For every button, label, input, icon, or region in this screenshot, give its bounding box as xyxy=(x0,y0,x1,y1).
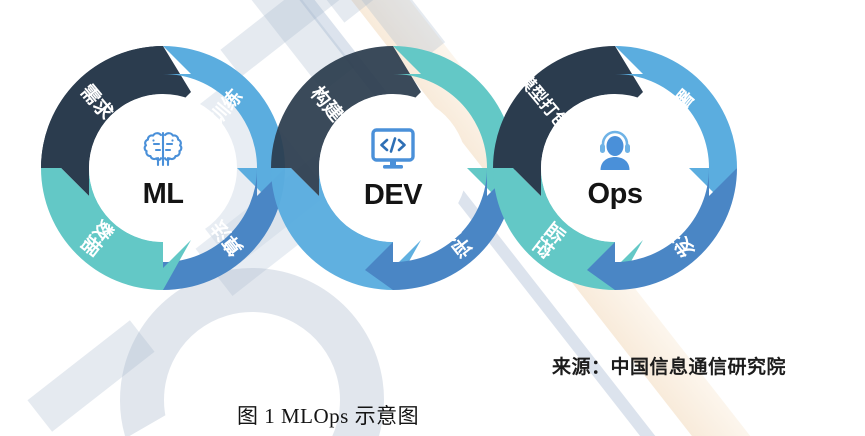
hub-ops[interactable]: Ops xyxy=(541,94,689,242)
source-note: 来源：中国信息通信研究院 xyxy=(552,357,787,378)
hub-label-ops: Ops xyxy=(587,177,643,210)
segment-ml-data[interactable] xyxy=(41,168,191,290)
segment-ops-release[interactable] xyxy=(587,168,737,290)
segment-dev-build[interactable] xyxy=(271,46,421,196)
segment-dev-evaluate[interactable] xyxy=(365,168,515,290)
headset-agent-icon xyxy=(594,128,636,172)
watermark-bar-1 xyxy=(27,320,155,432)
figure-caption: 图 1 MLOps 示意图 xyxy=(237,404,420,428)
hub-dev[interactable]: DEV xyxy=(319,94,467,242)
hub-ml[interactable]: ML xyxy=(89,94,237,242)
brain-icon xyxy=(141,128,185,170)
segment-ops-package[interactable] xyxy=(493,46,643,196)
mlops-cycle-diagram: 需求 训练 算法 数据 构建 评估 xyxy=(41,46,737,290)
ring-dev: 构建 评估 xyxy=(271,46,515,290)
code-monitor-icon xyxy=(370,127,416,171)
hub-label-ml: ML xyxy=(142,177,184,210)
ring-ops: 模型打包 部署 发布 监控 xyxy=(493,46,737,290)
hub-label-dev: DEV xyxy=(363,178,423,211)
segment-ml-requirement-body[interactable] xyxy=(41,46,191,196)
